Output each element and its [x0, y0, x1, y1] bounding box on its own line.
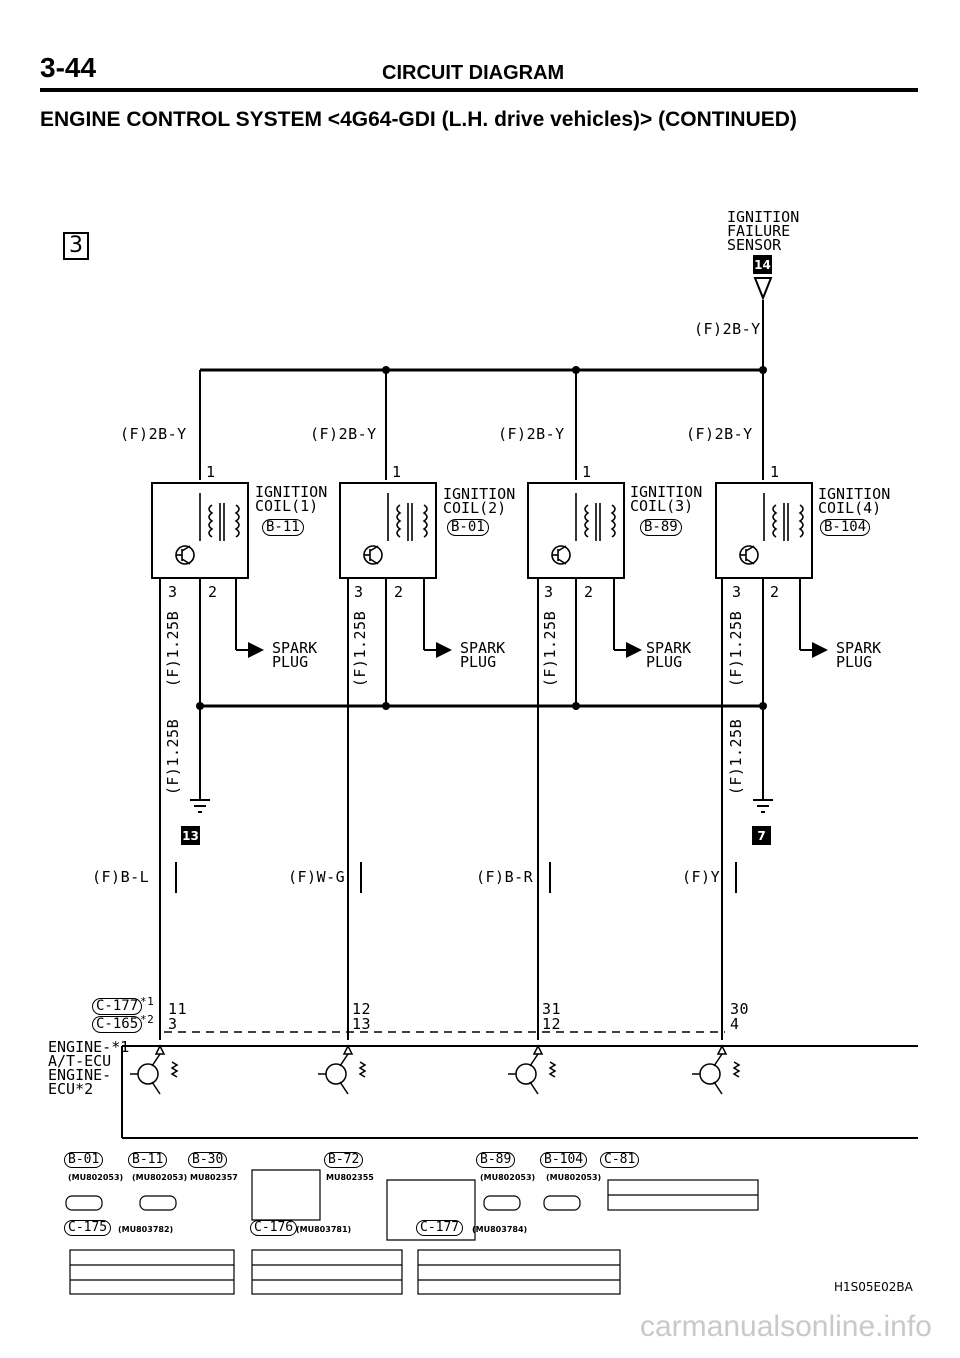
signal-wire-label: (F)B-R	[476, 868, 534, 886]
supply-wire-label: (F)2B-Y	[310, 425, 377, 443]
ecu-pin: 11	[168, 1000, 188, 1018]
coil-label: IGNITION COIL(4)	[818, 485, 891, 517]
coil-pin-1: 1	[770, 463, 780, 481]
coil-label: IGNITION COIL(3)	[630, 483, 703, 515]
connector-part: (MU803784)	[472, 1225, 528, 1234]
coil-pin-3: 3	[544, 583, 554, 601]
page-title: CIRCUIT DIAGRAM	[382, 62, 565, 84]
connector-ref: B-11	[128, 1152, 168, 1168]
coil-label: IGNITION COIL(2)	[443, 485, 516, 517]
connector-part: MU802355	[326, 1173, 374, 1182]
ecu-connector-note: *2	[140, 1013, 155, 1026]
spark-plug-label: SPARK PLUG	[272, 639, 318, 671]
section-number: 3	[63, 232, 89, 260]
ecu-pin: 12	[352, 1000, 372, 1018]
spark-plug-label: SPARK PLUG	[646, 639, 692, 671]
ecu-pin: 12	[542, 1015, 562, 1033]
ecu-connector: C-165	[92, 1016, 143, 1033]
coil-connector: B-11	[262, 519, 304, 536]
coil-pin-2: 2	[394, 583, 404, 601]
coil-pin-2: 2	[584, 583, 594, 601]
coil-connector: B-104	[820, 519, 871, 536]
connector-part: (MU802053)	[480, 1173, 536, 1182]
ecu-pin: 3	[168, 1015, 178, 1033]
ecu-pin: 4	[730, 1015, 740, 1033]
ground-wire-label: (F)1.25B	[164, 718, 183, 796]
connector-part: (MU803781)	[296, 1225, 352, 1234]
signal-wire-label: (F)W-G	[288, 868, 346, 886]
ground-wire-label: (F)1.25B	[727, 718, 746, 796]
connector-ref: B-104	[540, 1152, 588, 1168]
coil-pin-3: 3	[354, 583, 364, 601]
connector-ref: C-177	[416, 1220, 464, 1236]
coil-pin-1: 1	[392, 463, 402, 481]
ground-wire-label: (F)1.25B	[164, 610, 183, 688]
watermark-footer: carmanualsonline.info	[640, 1310, 932, 1343]
ground-wire-label: (F)1.25B	[727, 610, 746, 688]
connector-ref: B-01	[64, 1152, 104, 1168]
coil-pin-3: 3	[732, 583, 742, 601]
coil-pin-1: 1	[582, 463, 592, 481]
diagram-subtitle: ENGINE CONTROL SYSTEM <4G64-GDI (L.H. dr…	[40, 108, 797, 131]
connector-part: (MU802053)	[68, 1173, 124, 1182]
ecu-pin: 13	[352, 1015, 372, 1033]
ground-wire-label: (F)1.25B	[541, 610, 560, 688]
ecu-connector-note: *1	[140, 995, 155, 1008]
supply-wire-label: (F)2B-Y	[686, 425, 753, 443]
connector-ref: C-176	[250, 1220, 298, 1236]
sensor-location-marker: 14	[753, 255, 772, 274]
ecu-pin: 30	[730, 1000, 750, 1018]
connector-ref: B-89	[476, 1152, 516, 1168]
signal-wire-label: (F)Y	[682, 868, 721, 886]
coil-pin-3: 3	[168, 583, 178, 601]
connector-ref: B-30	[188, 1152, 228, 1168]
figure-code: H1S05E02BA	[834, 1280, 913, 1294]
coil-pin-1: 1	[206, 463, 216, 481]
coil-connector: B-89	[640, 519, 682, 536]
connector-ref: B-72	[324, 1152, 364, 1168]
spark-plug-label: SPARK PLUG	[836, 639, 882, 671]
connector-part: (MU802053)	[132, 1173, 188, 1182]
coil-connector: B-01	[447, 519, 489, 536]
signal-wire-label: (F)B-L	[92, 868, 150, 886]
ground-location-marker: 13	[181, 826, 200, 845]
coil-label: IGNITION COIL(1)	[255, 483, 328, 515]
connector-ref: C-81	[600, 1152, 640, 1168]
connector-part: MU802357	[190, 1173, 238, 1182]
connector-ref: C-175	[64, 1220, 112, 1236]
connector-part: (MU802053)	[546, 1173, 602, 1182]
ecu-connector: C-177	[92, 998, 143, 1015]
sensor-wire-label: (F)2B-Y	[694, 320, 761, 338]
page-number: 3-44	[40, 52, 97, 83]
ecu-pin: 31	[542, 1000, 562, 1018]
sensor-label: IGNITION FAILURE SENSOR	[727, 208, 800, 254]
supply-wire-label: (F)2B-Y	[498, 425, 565, 443]
coil-pin-2: 2	[208, 583, 218, 601]
ground-location-marker: 7	[752, 826, 771, 845]
supply-wire-label: (F)2B-Y	[120, 425, 187, 443]
ground-wire-label: (F)1.25B	[351, 610, 370, 688]
ecu-label: ENGINE-*1 A/T-ECU ENGINE- ECU*2	[48, 1038, 130, 1098]
connector-part: (MU803782)	[118, 1225, 174, 1234]
coil-pin-2: 2	[770, 583, 780, 601]
spark-plug-label: SPARK PLUG	[460, 639, 506, 671]
